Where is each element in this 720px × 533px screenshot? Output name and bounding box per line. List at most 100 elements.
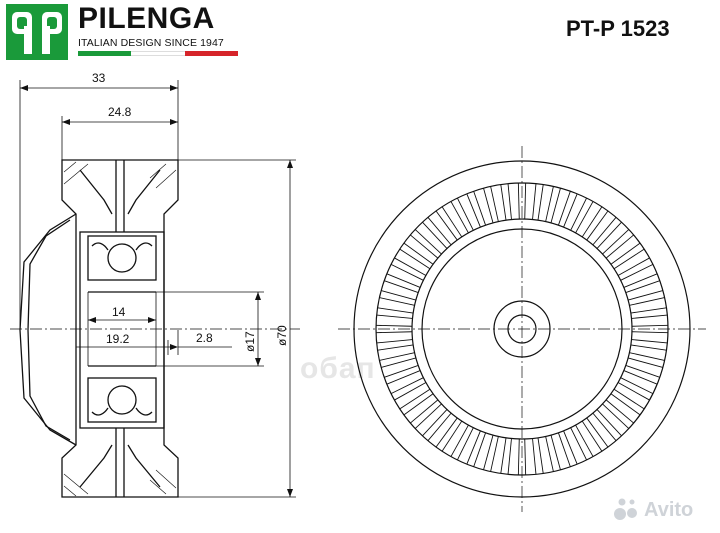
spoke-line — [596, 221, 622, 249]
spoke-line — [377, 307, 414, 314]
spoke-line — [586, 417, 609, 448]
spoke-line — [376, 324, 413, 327]
part-number: PT-P 1523 — [566, 16, 670, 41]
spoke-line — [517, 183, 520, 220]
spoke-line — [545, 186, 554, 222]
dim-bore-diameter: ø17 — [243, 331, 257, 352]
spoke-line — [550, 434, 561, 470]
section-view — [19, 159, 179, 498]
spoke-line — [500, 437, 507, 474]
dimension-lines — [19, 80, 296, 498]
dim-overall-width: 33 — [92, 71, 106, 85]
brand-name: PILENGA — [78, 2, 215, 35]
spoke-line — [557, 432, 571, 467]
spoke-line — [450, 201, 469, 234]
dim-outer-diameter: ø70 — [275, 325, 289, 346]
spoke-line — [414, 403, 442, 429]
spoke-line — [386, 370, 421, 385]
spoke-line — [483, 434, 494, 470]
spoke-line — [376, 314, 413, 319]
spoke-line — [490, 436, 499, 472]
section-hatching — [63, 161, 177, 497]
spoke-line — [410, 399, 439, 424]
spoke-line — [427, 412, 452, 441]
spoke-line — [403, 393, 434, 416]
spoke-line — [617, 382, 650, 401]
spoke-line — [563, 430, 578, 465]
spoke-line — [394, 382, 427, 401]
spoke-line — [563, 193, 578, 228]
avito-dots-icon — [614, 498, 637, 520]
spoke-line — [376, 339, 413, 344]
spoke-line — [466, 193, 481, 228]
spoke-line — [617, 257, 650, 276]
spoke-line — [410, 234, 439, 259]
spoke-line — [517, 438, 520, 475]
spoke-line — [414, 229, 442, 255]
spoke-line — [473, 432, 487, 467]
spoke-line — [376, 331, 413, 334]
spoke-line — [377, 344, 414, 351]
spoke-line — [507, 438, 512, 475]
spoke-line — [500, 184, 507, 221]
spoke-line — [629, 352, 665, 361]
spoke-line — [630, 307, 667, 314]
spoke-line — [631, 324, 668, 327]
spoke-line — [627, 290, 663, 301]
spoke-line — [390, 377, 424, 395]
spoke-line — [613, 248, 645, 270]
dim-offset-large: 19.2 — [106, 332, 130, 346]
spoke-line — [390, 263, 424, 281]
spoke-line — [399, 248, 431, 270]
brand-tagline: ITALIAN DESIGN SINCE 1947 — [78, 37, 224, 49]
spoke-line — [602, 403, 630, 429]
spoke-line — [490, 186, 499, 222]
spoke-line — [384, 364, 419, 378]
spoke-line — [581, 206, 603, 238]
spoke-line — [623, 370, 658, 385]
spoke-line — [441, 206, 463, 238]
spoke-line — [399, 388, 431, 410]
spoke-line — [545, 436, 554, 472]
spoke-line — [586, 210, 609, 241]
spoke-line — [456, 197, 474, 231]
spoke-line — [483, 188, 494, 224]
spoke-line — [613, 388, 645, 410]
italian-flag-stripe — [78, 51, 238, 56]
spoke-line — [441, 420, 463, 452]
spoke-line — [524, 183, 527, 220]
spoke-line — [456, 427, 474, 461]
spoke-line — [570, 197, 588, 231]
spoke-line — [381, 290, 417, 301]
spoke-line — [575, 201, 594, 234]
spoke-line — [427, 217, 452, 246]
dim-bearing-width: 14 — [112, 305, 126, 319]
spoke-line — [592, 412, 617, 441]
spoke-line — [550, 188, 561, 224]
spoke-line — [386, 273, 421, 288]
spoke-line — [532, 438, 537, 475]
spoke-line — [631, 339, 668, 344]
spoke-line — [631, 314, 668, 319]
avito-text: Avito — [644, 498, 694, 521]
spoke-line — [630, 344, 667, 351]
dimension-arrows — [20, 85, 293, 497]
spoke-line — [379, 352, 415, 361]
spoke-line — [435, 417, 458, 448]
spoke-line — [537, 184, 544, 221]
spoke-line — [631, 331, 668, 334]
spoke-line — [625, 280, 660, 294]
spoke-line — [575, 424, 594, 457]
spoke-line — [384, 280, 419, 294]
spoke-line — [466, 430, 481, 465]
spoke-line — [507, 183, 512, 220]
spoke-line — [581, 420, 603, 452]
pilenga-logo — [6, 4, 68, 60]
spoke-line — [422, 409, 448, 437]
spoke-line — [379, 297, 415, 306]
spoke-line — [422, 221, 448, 249]
pulley-spokes — [376, 183, 668, 475]
spoke-line — [394, 257, 427, 276]
avito-watermark: Avito — [612, 496, 693, 524]
